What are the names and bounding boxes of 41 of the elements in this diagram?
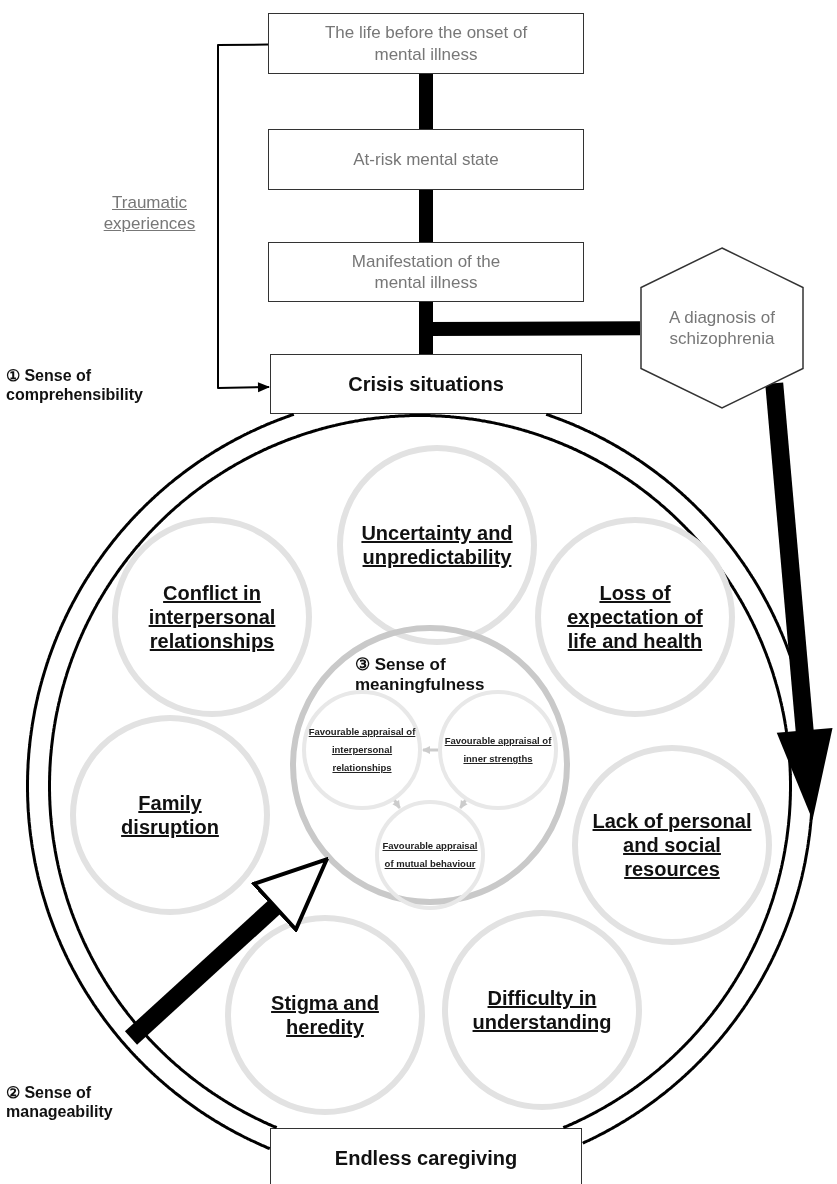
- node-text: Difficulty in understanding: [471, 986, 613, 1034]
- arrow: [217, 43, 270, 393]
- theme-circle: [572, 745, 772, 945]
- appraisal-circle: [375, 800, 485, 910]
- node-text: Manifestation of the mental illness: [350, 250, 502, 294]
- node-text: A diagnosis of schizophrenia: [668, 306, 776, 350]
- theme-circle: [337, 445, 537, 645]
- node-text: Uncertainty and unpredictability: [360, 521, 514, 569]
- stage-box: [270, 354, 582, 414]
- stage-box: [270, 1128, 582, 1184]
- theme-circle: [535, 517, 735, 717]
- node-text: Loss of expectation of life and health: [566, 581, 704, 653]
- stage-box: [268, 242, 584, 302]
- node-text: At-risk mental state: [353, 148, 499, 171]
- node-text: Conflict in interpersonal relationships: [147, 581, 277, 653]
- connector-line: [419, 190, 433, 242]
- stage-box: [268, 129, 584, 190]
- theme-circle: [112, 517, 312, 717]
- ring-label: ① Sense of comprehensibility: [6, 366, 144, 405]
- theme-circle: [70, 715, 270, 915]
- stage-box: [268, 13, 584, 74]
- theme-circle: [442, 910, 642, 1110]
- circle-heading: ③ Sense of meaningfulness: [355, 655, 486, 696]
- arrow: [392, 799, 401, 809]
- node-text: Favourable appraisal of mutual behaviour: [381, 838, 479, 871]
- node-text: Lack of personal and social resources: [592, 809, 752, 881]
- theme-circle: [225, 915, 425, 1115]
- diagnosis-hexagon: [640, 247, 804, 409]
- arrow: [124, 857, 329, 1045]
- node-text: The life before the onset of mental illness: [323, 22, 529, 65]
- arrow: [765, 382, 833, 821]
- ring-label: ② Sense of manageability: [6, 1083, 114, 1122]
- arrow: [459, 799, 468, 809]
- node-text: Crisis situations: [348, 371, 504, 397]
- node-text: Family disruption: [120, 791, 220, 839]
- arrow: [422, 746, 438, 754]
- node-text: Endless caregiving: [334, 1145, 518, 1171]
- node-text: Stigma and heredity: [270, 991, 380, 1039]
- connector-line: [419, 74, 433, 129]
- node-text: Favourable appraisal of interpersonal relationships: [308, 724, 416, 775]
- node-text: Favourable appraisal of inner strengths: [444, 733, 552, 766]
